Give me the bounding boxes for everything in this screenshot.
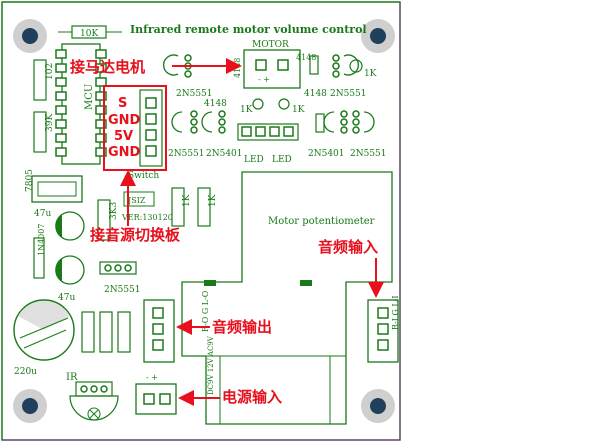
anno-audio-switch: 接音源切换板 bbox=[90, 226, 181, 244]
transistor-q6 bbox=[352, 110, 375, 134]
r-1k-a-label: 1K bbox=[182, 194, 192, 207]
jsiz-box bbox=[123, 191, 155, 207]
audio-out-connector bbox=[143, 299, 175, 363]
mcu-pins-right bbox=[95, 49, 107, 157]
anno-motor-connect: 接马达电机 bbox=[70, 58, 145, 76]
motor-connector bbox=[243, 49, 301, 89]
d4148-c-label: 4148 bbox=[296, 53, 316, 62]
transistor-q3 bbox=[171, 110, 198, 134]
motor-pot-label: Motor potentiometer bbox=[268, 216, 375, 227]
power-label: DC9V 12V AC9V bbox=[207, 335, 215, 395]
ir-label: IR bbox=[66, 372, 78, 383]
led-b-label: LED bbox=[272, 155, 292, 165]
diode-d3 bbox=[309, 55, 319, 75]
led-small bbox=[349, 59, 363, 73]
transistor-q7 bbox=[99, 261, 137, 275]
t2n5401-a-label: 2N5401 bbox=[206, 149, 243, 159]
led-indicator bbox=[252, 98, 264, 110]
motor-polarity-label: - + bbox=[258, 75, 270, 84]
mcu-label: MCU bbox=[84, 84, 95, 110]
mcu-pins-left bbox=[55, 49, 67, 157]
header-gnd1-label: GND bbox=[108, 113, 141, 128]
resistor-39k bbox=[33, 111, 47, 153]
diode-d4 bbox=[315, 113, 325, 133]
cap47-a-label: 47u bbox=[34, 209, 51, 219]
jsiz-label: JSIZ bbox=[127, 196, 146, 205]
switch-label: Switch bbox=[128, 171, 159, 181]
t2n5551-b-label: 2N5551 bbox=[330, 89, 367, 99]
power-connector: - + bbox=[135, 373, 177, 415]
resistor-10k-label: 10K bbox=[80, 29, 98, 39]
pot-slot bbox=[300, 280, 312, 286]
r-1k-e-label: 1K bbox=[292, 105, 305, 115]
anno-power-in: 电源输入 bbox=[222, 388, 282, 406]
rol-label: R-O G L-O bbox=[201, 290, 210, 332]
led-header bbox=[237, 123, 299, 141]
t2n5551-e-label: 2N5551 bbox=[104, 285, 141, 295]
capacitor-47u-a bbox=[55, 211, 85, 241]
header-gnd2-label: GND bbox=[108, 145, 141, 160]
switch-header-body bbox=[139, 89, 163, 167]
header-s-label: S bbox=[118, 96, 127, 111]
reg-label: 7805 bbox=[25, 169, 35, 192]
r-3k3-label: 3K3 bbox=[109, 202, 119, 220]
r-1k-c-label: 1K bbox=[364, 69, 377, 79]
mounting-hole bbox=[370, 28, 386, 44]
capacitor-47u-b bbox=[55, 255, 85, 285]
mounting-hole bbox=[370, 398, 386, 414]
diode-label: 1N4007 bbox=[37, 224, 46, 256]
motor-pot-outline bbox=[181, 171, 393, 425]
motor-label: MOTOR bbox=[252, 40, 289, 50]
resistor-r10 bbox=[81, 311, 95, 353]
resistor-102-label: 102 bbox=[45, 63, 55, 80]
power-polarity-label: - + bbox=[146, 373, 158, 382]
audio-in-connector bbox=[367, 299, 399, 363]
capacitor-220u bbox=[13, 299, 75, 361]
mcu-chip bbox=[61, 43, 101, 165]
mounting-hole bbox=[22, 398, 38, 414]
t2n5551-a-label: 2N5551 bbox=[176, 89, 213, 99]
transistor-q5 bbox=[323, 110, 348, 134]
header-5v-label: 5V bbox=[114, 129, 133, 144]
resistor-1k-b bbox=[197, 187, 211, 227]
anno-audio-in: 音频输入 bbox=[318, 238, 378, 256]
r-1k-b-label: 1K bbox=[208, 194, 218, 207]
resistor-3k3 bbox=[97, 199, 111, 241]
anno-audio-out: 音频输出 bbox=[212, 318, 272, 336]
resistor-39k-label: 39K bbox=[45, 114, 55, 132]
regulator-7805 bbox=[31, 175, 83, 203]
d4148-b-label: 4148 bbox=[204, 99, 227, 109]
resistor-r11 bbox=[99, 311, 113, 353]
board-title: Infrared remote motor volume control bbox=[130, 23, 367, 36]
led-indicator bbox=[278, 98, 290, 110]
t2n5401-b-label: 2N5401 bbox=[308, 149, 345, 159]
d4148-a-label: 4148 bbox=[233, 58, 242, 78]
resistor-102 bbox=[33, 59, 47, 101]
t2n5551-c-label: 2N5551 bbox=[168, 149, 205, 159]
transistor-q2 bbox=[332, 54, 360, 78]
led-a-label: LED bbox=[244, 155, 264, 165]
cap47-b-label: 47u bbox=[58, 293, 75, 303]
regulator-tab bbox=[37, 181, 77, 197]
rgl-label: R-I G L-I bbox=[391, 295, 400, 330]
pot-slot bbox=[204, 280, 216, 286]
t2n5551-d-label: 2N5551 bbox=[350, 149, 387, 159]
resistor-1k-a bbox=[171, 187, 185, 227]
version-label: VER:130120 bbox=[121, 213, 173, 222]
diode-1n4007 bbox=[33, 237, 45, 279]
mounting-holes bbox=[13, 19, 395, 423]
mounting-hole bbox=[22, 28, 38, 44]
r-1k-d-label: 1K bbox=[240, 105, 253, 115]
transistor-q4 bbox=[201, 110, 226, 134]
switch-header-pins bbox=[145, 97, 157, 157]
ir-receiver bbox=[69, 381, 119, 421]
d4148-d-label: 4148 bbox=[304, 89, 327, 99]
resistor-r12 bbox=[117, 311, 131, 353]
cap220-label: 220u bbox=[14, 367, 37, 377]
